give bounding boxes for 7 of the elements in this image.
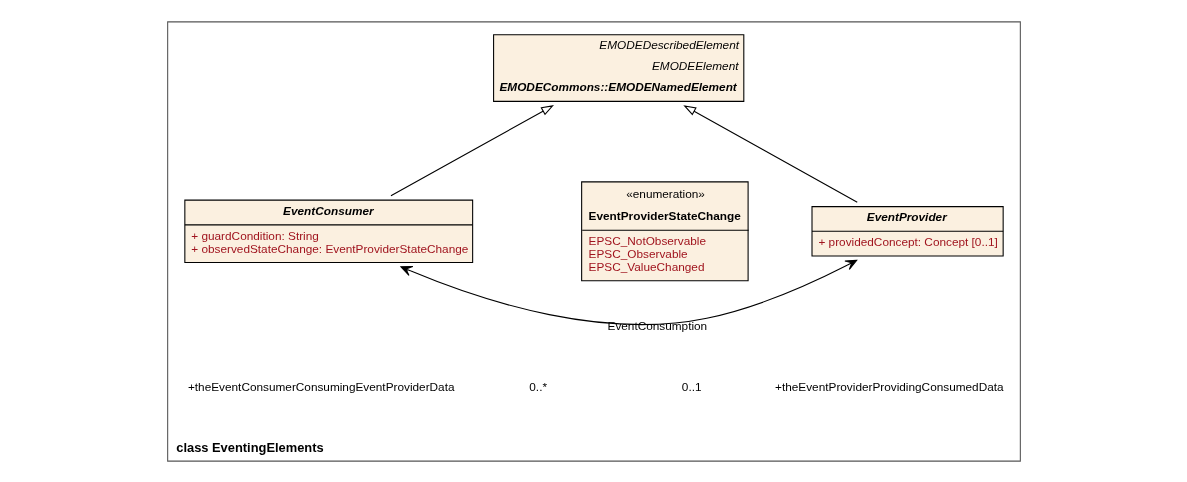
label: 0..*: [528, 379, 547, 394]
label: 0..1: [681, 379, 702, 394]
arrow: [389, 104, 554, 196]
arrow: [682, 104, 858, 203]
label: +theEventConsumerConsumingEventProviderData: [187, 379, 455, 394]
arrow: [399, 259, 857, 325]
label: +theEventProviderProvidingConsumedData: [774, 379, 1004, 394]
